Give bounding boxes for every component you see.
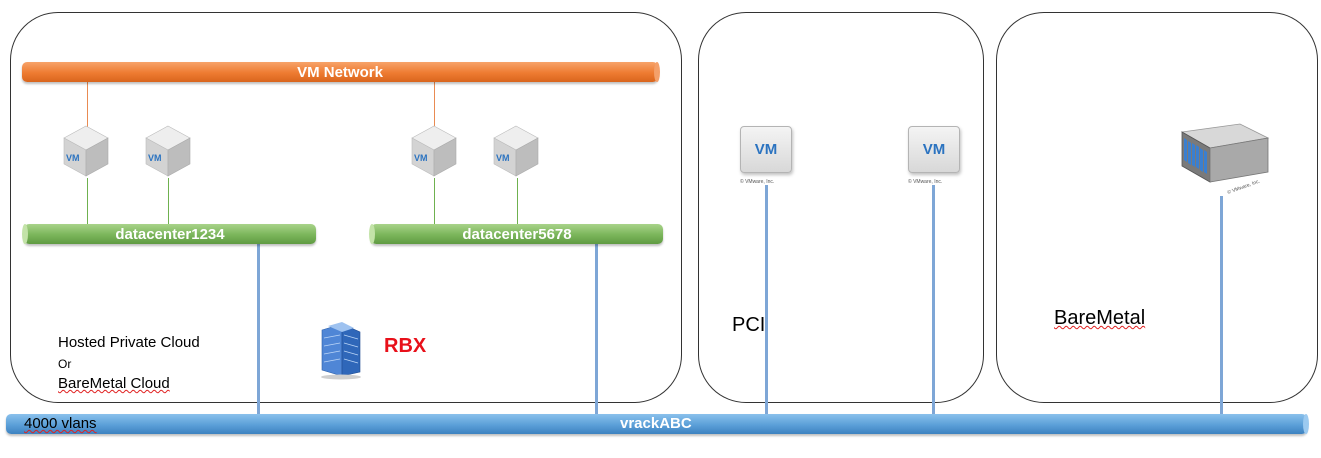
pci-vm2-vrack-link (932, 185, 935, 416)
svg-text:VM: VM (148, 153, 162, 163)
baremetal-cloud-label: BareMetal Cloud (58, 375, 170, 392)
vm-cube-icon: VM (411, 125, 457, 177)
vrack-label: vrackABC (620, 415, 692, 432)
baremetal-vrack-link (1220, 196, 1223, 416)
pci-text: PCI (732, 314, 766, 336)
vm-icon: VM (740, 126, 792, 173)
pci-vm-1: VM © VMware, Inc. (740, 126, 792, 185)
datacenter-bar-1: datacenter1234 (22, 224, 316, 244)
vm-network-link-1 (87, 82, 88, 128)
vm-network-bar: VM Network (22, 62, 660, 82)
svg-text:VM: VM (414, 153, 428, 163)
svg-text:VM: VM (496, 153, 510, 163)
pci-label: PCI (732, 314, 765, 337)
vm-icon: VM (908, 126, 960, 173)
vmware-caption: © VMware, Inc. (740, 179, 775, 185)
pci-vm-2: VM © VMware, Inc. (908, 126, 960, 185)
pci-panel (698, 12, 984, 403)
datacenter-label-1: datacenter1234 (115, 225, 225, 243)
vm-dc-link-3 (434, 178, 435, 224)
baremetal-panel (996, 12, 1318, 403)
server-icon: © VMware, Inc. (1180, 123, 1270, 196)
dc2-vrack-link (595, 244, 598, 416)
vm-cube-icon: VM (145, 125, 191, 177)
svg-text:© VMware, Inc.: © VMware, Inc. (1226, 178, 1261, 196)
svg-text:VM: VM (66, 153, 80, 163)
vm-cube-icon: VM (63, 125, 109, 177)
or-label: Or (58, 357, 71, 371)
vm-cube-icon: VM (493, 125, 539, 177)
vlans-label: 4000 vlans (24, 415, 97, 432)
building-icon (321, 322, 361, 380)
baremetal-text: BareMetal (1054, 307, 1146, 329)
vm-network-link-2 (434, 82, 435, 128)
rbx-label: RBX (384, 335, 426, 358)
vm-dc-link-2 (168, 178, 169, 224)
hosted-line-2: Or (58, 357, 72, 371)
hosted-line-3: BareMetal Cloud (58, 375, 170, 392)
vm-dc-link-1 (87, 178, 88, 224)
rbx-text: RBX (384, 335, 427, 357)
baremetal-label: BareMetal (1054, 307, 1145, 330)
datacenter-label-2: datacenter5678 (462, 225, 572, 243)
vm-network-label: VM Network (297, 63, 383, 81)
vrack-bar: 4000 vlans vrackABC (6, 414, 1309, 434)
hosted-line-1: Hosted Private Cloud (58, 334, 200, 351)
hosted-private-cloud-label: Hosted Private Cloud (58, 334, 200, 351)
vmware-caption: © VMware, Inc. (908, 179, 943, 185)
vm-dc-link-4 (517, 178, 518, 224)
datacenter-bar-2: datacenter5678 (369, 224, 663, 244)
pci-vm1-vrack-link (765, 185, 768, 416)
dc1-vrack-link (257, 244, 260, 416)
